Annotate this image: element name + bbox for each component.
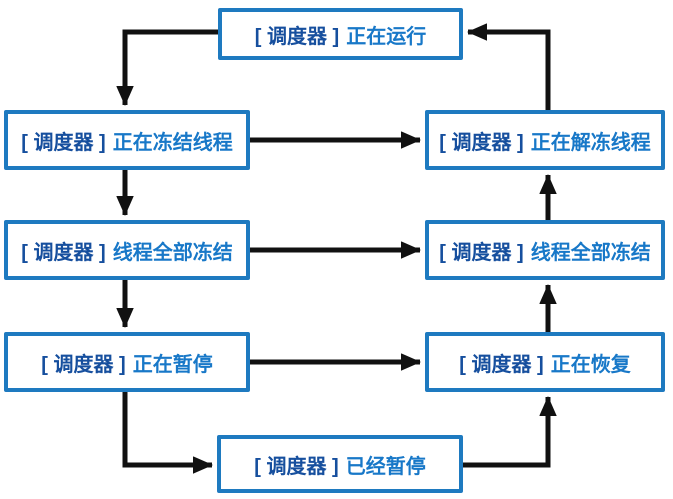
- node-label-prefix: [ 调度器 ]: [439, 131, 524, 154]
- node-label-state: 正在恢复: [550, 353, 631, 376]
- node-label-prefix: [ 调度器 ]: [254, 25, 340, 48]
- node-scheduler-resuming: [ 调度器 ] 正在恢复: [425, 332, 665, 392]
- node-label-prefix: [ 调度器 ]: [21, 241, 106, 264]
- node-scheduler-freezing-threads: [ 调度器 ] 正在冻结线程: [4, 110, 250, 170]
- node-label-state: 正在暂停: [132, 353, 213, 376]
- node-label-state: 线程全部冻结: [112, 241, 233, 264]
- node-label-state: 已经暂停: [345, 455, 426, 478]
- node-label-prefix: [ 调度器 ]: [459, 353, 544, 376]
- node-scheduler-running: [ 调度器 ] 正在运行: [218, 8, 463, 60]
- edge-suspended-to-resuming: [462, 395, 557, 468]
- node-scheduler-suspended: [ 调度器 ] 已经暂停: [217, 435, 463, 493]
- node-label-state: 正在冻结线程: [112, 131, 233, 154]
- node-label-state: 线程全部冻结: [530, 241, 651, 264]
- edge-suspending-to-suspended: [122, 392, 214, 474]
- node-scheduler-all-threads-frozen-left: [ 调度器 ] 线程全部冻结: [4, 220, 250, 280]
- node-label-prefix: [ 调度器 ]: [21, 131, 106, 154]
- node-label-state: 正在运行: [346, 25, 427, 48]
- node-scheduler-suspending: [ 调度器 ] 正在暂停: [4, 332, 250, 392]
- node-label-state: 正在解冻线程: [530, 131, 651, 154]
- edge-unfreezing-to-running: [466, 23, 551, 110]
- node-scheduler-unfreezing-threads: [ 调度器 ] 正在解冻线程: [425, 110, 665, 170]
- node-scheduler-all-threads-frozen-right: [ 调度器 ] 线程全部冻结: [425, 220, 665, 280]
- node-label-prefix: [ 调度器 ]: [41, 353, 126, 376]
- node-label-prefix: [ 调度器 ]: [439, 241, 524, 264]
- edge-running-to-freezing: [116, 29, 218, 107]
- node-label-prefix: [ 调度器 ]: [254, 455, 339, 478]
